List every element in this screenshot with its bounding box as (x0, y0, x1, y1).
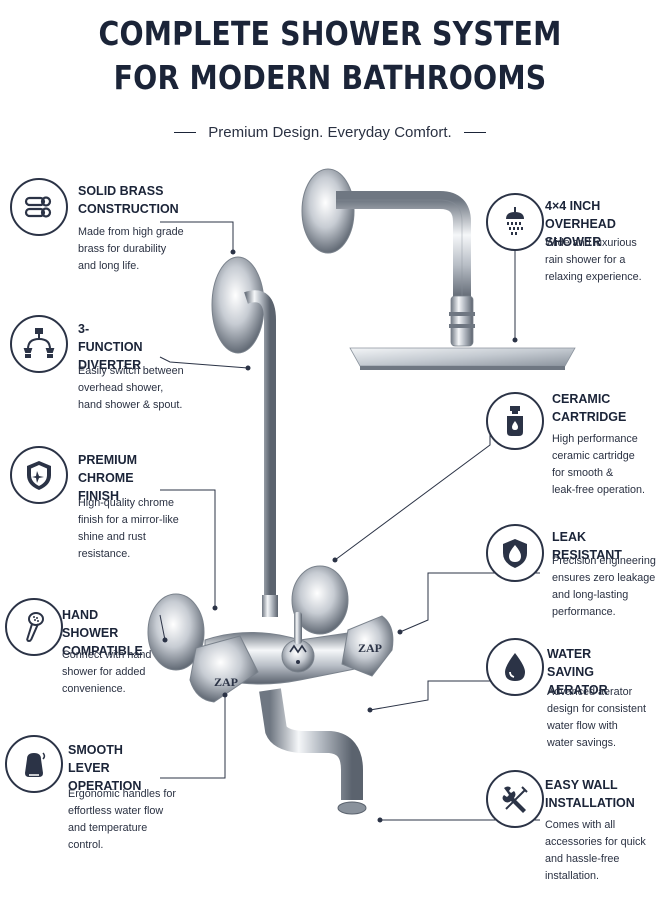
feature-desc-line: shower for added (62, 666, 146, 678)
shield-star-icon (10, 446, 68, 504)
feature-title: AERATOR (547, 683, 608, 697)
feature-desc-line: Wide and luxurious (545, 237, 637, 249)
feature-desc-line: water flow with (547, 720, 618, 732)
feature-desc-line: finish for a mirror-like (78, 514, 179, 526)
feature-desc-line: leak-free operation. (552, 484, 646, 496)
overhead-shower-arm (301, 168, 576, 370)
feature-title: OVERHEAD SHOWER (545, 217, 616, 249)
feature-desc-line: and long life. (78, 260, 140, 272)
tagline-rule-left (174, 132, 197, 133)
tagline: Premium Design. Everyday Comfort. (208, 124, 452, 141)
feature-desc-line: shine and rust (78, 531, 146, 543)
feature-title: SMOOTH LEVER (68, 743, 123, 775)
feature-desc-line: convenience. (62, 683, 126, 695)
hand-shower-icon (5, 598, 63, 656)
feature-desc-line: High performance (552, 433, 638, 445)
riser-pipe (211, 256, 278, 617)
diverter-icon (10, 315, 68, 373)
feature-title: INSTALLATION (545, 796, 635, 810)
feature-desc-line: effortless water flow (68, 805, 164, 817)
feature-desc-line: Comes with all (545, 819, 616, 831)
feature-desc-line: performance. (552, 606, 616, 618)
feature-title: SOLID BRASS (78, 184, 164, 198)
feature-desc-line: Ergonomic handles for (68, 788, 177, 800)
feature-desc-line: ensures zero leakage (552, 572, 656, 584)
feature-desc-line: for smooth & (552, 467, 614, 479)
feature-title: HAND SHOWER (62, 608, 119, 640)
feature-desc-line: and long-lasting (552, 589, 629, 601)
bath-spout (259, 688, 367, 815)
feature-desc-line: overhead shower, (78, 382, 164, 394)
mixer-body: ZAP ZAP (147, 565, 394, 703)
feature-desc-line: High-quality chrome (78, 497, 175, 509)
cartridge-icon (486, 392, 544, 450)
feature-title: 4×4 INCH (545, 199, 601, 213)
shower-head-icon (486, 193, 544, 251)
feature-desc-line: relaxing experience. (545, 271, 642, 283)
right-handle-brand: ZAP (358, 641, 382, 655)
feature-desc-line: Made from high grade (78, 226, 184, 238)
feature-desc-line: Advanced aerator (547, 686, 633, 698)
water-drop-icon (486, 638, 544, 696)
feature-desc-line: brass for durability (78, 243, 167, 255)
feature-desc-line: resistance. (78, 548, 131, 560)
feature-title: CHROME FINISH (78, 471, 134, 503)
page-title: COMPLETE SHOWER SYSTEM FOR MODERN BATHRO… (0, 12, 660, 100)
feature-desc-line: Precision engineering (552, 555, 656, 567)
feature-desc-line: Easily switch between (78, 365, 184, 377)
feature-desc-line: ceramic cartridge (552, 450, 635, 462)
feature-title: 3-FUNCTION (78, 322, 143, 354)
feature-title: COMPATIBLE (62, 644, 143, 658)
left-handle-brand: ZAP (214, 675, 238, 689)
feature-desc-line: hand shower & spout. (78, 399, 183, 411)
feature-title: WATER SAVING (547, 647, 594, 679)
feature-title: OPERATION (68, 779, 142, 793)
feature-title: CONSTRUCTION (78, 202, 179, 216)
feature-title: CERAMIC (552, 392, 611, 406)
wrench-icon (486, 770, 544, 828)
lever-handle-icon (5, 735, 63, 793)
feature-desc-line: control. (68, 839, 104, 851)
tagline-row: Premium Design. Everyday Comfort. (0, 124, 660, 141)
feature-desc-line: accessories for quick (545, 836, 646, 848)
feature-desc-line: water savings. (547, 737, 617, 749)
feature-desc-line: rain shower for a (545, 254, 626, 266)
shield-drop-icon (486, 524, 544, 582)
feature-title: LEAK RESISTANT (552, 530, 622, 562)
feature-title: DIVERTER (78, 358, 142, 372)
tagline-rule-right (463, 132, 486, 133)
feature-desc-line: Connect with hand (62, 649, 152, 661)
brass-pipes-icon (10, 178, 68, 236)
feature-title: CARTRIDGE (552, 410, 627, 424)
feature-title: PREMIUM (78, 453, 138, 467)
title-line-2: FOR MODERN BATHROOMS (113, 58, 547, 97)
title-line-1: COMPLETE SHOWER SYSTEM (98, 14, 562, 53)
feature-desc-line: design for consistent (547, 703, 647, 715)
feature-desc-line: and temperature (68, 822, 148, 834)
feature-desc-line: installation. (545, 870, 600, 882)
feature-desc-line: and hassle-free (545, 853, 620, 865)
feature-title: EASY WALL (545, 778, 618, 792)
